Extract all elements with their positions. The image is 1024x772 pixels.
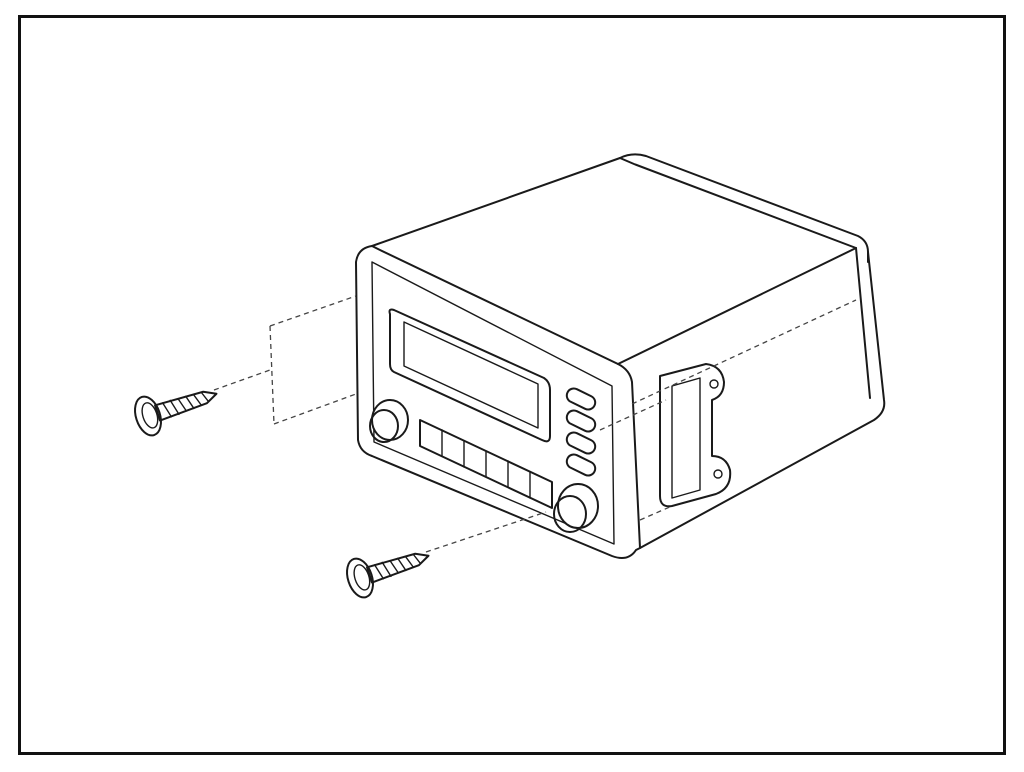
button-small-4 <box>565 453 597 477</box>
unit-top-face <box>371 153 869 263</box>
phantom-top-edge <box>269 295 357 327</box>
right-knob <box>553 483 599 533</box>
phantom-bottom-edge <box>273 393 357 425</box>
radio-unit-icon <box>355 153 886 559</box>
display-window <box>388 308 551 443</box>
button-small-1 <box>565 387 597 411</box>
hidden-line-2 <box>599 399 667 431</box>
button-small-3 <box>565 431 597 455</box>
screw-icon <box>346 552 430 599</box>
front-top-edge <box>617 247 857 365</box>
hidden-line-1 <box>631 299 857 405</box>
figure-frame <box>18 15 1006 755</box>
button-small-2 <box>565 409 597 433</box>
display-window-inner <box>403 321 539 429</box>
screw-2-path <box>425 511 547 553</box>
bracket-hole-bottom <box>713 469 723 479</box>
unit-top-edge-inner <box>619 157 857 249</box>
front-bezel <box>355 245 641 559</box>
unit-side-edge <box>855 247 871 399</box>
screw-1-path <box>213 369 271 391</box>
left-knob <box>369 399 409 443</box>
phantom-left-edge <box>269 325 275 425</box>
screw-icon <box>134 390 218 437</box>
side-mounting-bracket <box>659 363 732 508</box>
bracket-hole-top <box>709 379 719 389</box>
alignment-lines <box>213 295 547 553</box>
unit-side-face <box>639 251 886 549</box>
side-bracket-inner <box>671 377 701 499</box>
front-bezel-rim <box>371 261 615 545</box>
hidden-line-3 <box>639 505 673 521</box>
